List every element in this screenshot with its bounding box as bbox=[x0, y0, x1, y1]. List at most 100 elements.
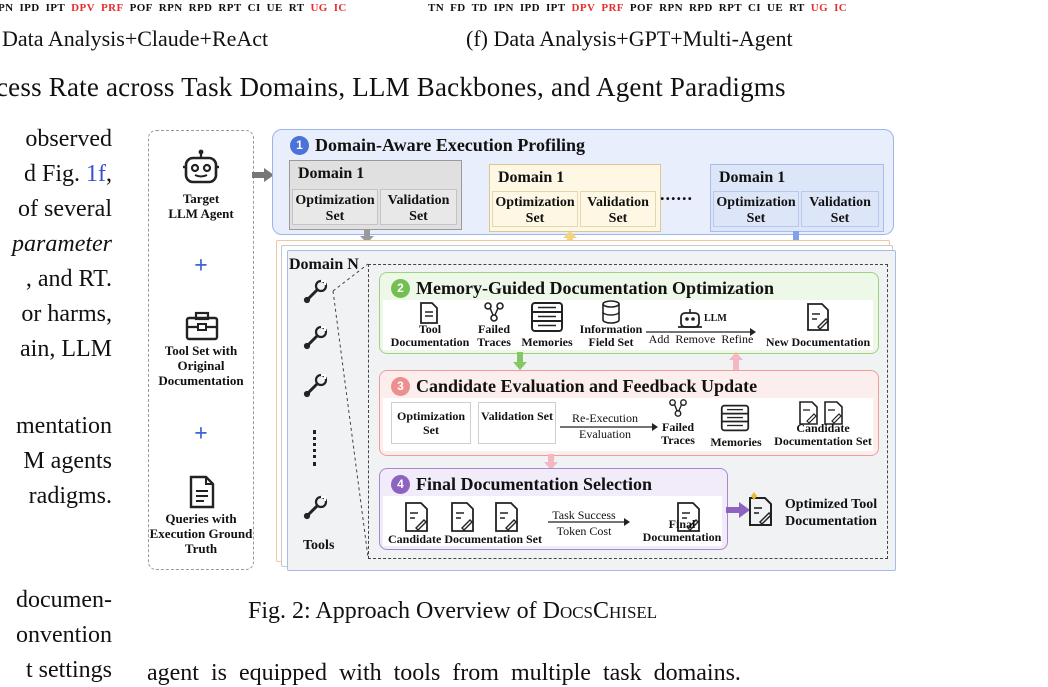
wrench-icon bbox=[303, 279, 328, 304]
wrench-icon bbox=[303, 325, 328, 350]
optimized-doc-icon bbox=[749, 492, 773, 526]
tag-label: IPT bbox=[45, 2, 66, 14]
domain-title: Domain 1 bbox=[298, 165, 365, 182]
tag-label: DPV bbox=[71, 2, 95, 14]
final-doc-icon bbox=[677, 502, 700, 532]
body-line: observed bbox=[25, 126, 112, 152]
optimization-set: Optimization Set bbox=[713, 191, 799, 227]
domain-box-1: Domain 1 Optimization Set Validation Set bbox=[289, 160, 462, 230]
task-success-label: Task Success bbox=[552, 508, 616, 522]
memories-icon bbox=[531, 302, 563, 332]
candidate-doc-icon bbox=[451, 502, 474, 532]
optimization-set: Optimization Set bbox=[492, 191, 578, 227]
stage4-content bbox=[383, 496, 722, 546]
memories-icon bbox=[720, 404, 750, 432]
tag-label: RPD bbox=[188, 2, 213, 14]
wrench-icon bbox=[303, 495, 328, 520]
body-line: of several bbox=[18, 196, 112, 222]
tag-label: RT bbox=[789, 2, 805, 14]
stage2-title-text: Memory-Guided Documentation Optimization bbox=[416, 278, 774, 298]
stage3-title: 3 Candidate Evaluation and Feedback Updat… bbox=[391, 376, 757, 397]
figure-link[interactable]: 1f bbox=[86, 161, 106, 187]
validation-set: Validation Set bbox=[380, 189, 457, 225]
caption-name: DocsChisel bbox=[542, 598, 658, 624]
body-line: d Fig. 1f, bbox=[24, 161, 112, 188]
tag-label: RT bbox=[288, 2, 305, 14]
information-field-set-label: Information Field Set bbox=[579, 322, 643, 349]
tag-label: FD bbox=[450, 2, 466, 14]
tag-label: IC bbox=[333, 2, 347, 14]
body-line: or harms, bbox=[21, 301, 112, 327]
tools-label: Tools bbox=[303, 538, 335, 553]
wrench-icon bbox=[303, 373, 328, 398]
new-documentation-label: New Documentation bbox=[765, 335, 871, 349]
arrow-to-stage1 bbox=[252, 168, 274, 182]
body-line: M agents bbox=[23, 448, 112, 474]
body-line: , and RT. bbox=[25, 266, 112, 292]
stage4-title: 4 Final Documentation Selection bbox=[391, 474, 652, 495]
body-line: documen- bbox=[16, 587, 112, 613]
arrow-pink-up bbox=[729, 352, 743, 370]
tag-label: TN bbox=[428, 2, 445, 14]
zoom-region bbox=[368, 264, 888, 559]
validation-set: Validation Set bbox=[801, 191, 879, 227]
tag-label: POF bbox=[129, 2, 153, 14]
stage4-badge: 4 bbox=[391, 475, 410, 494]
tag-label: UG bbox=[810, 2, 829, 14]
token-cost-label: Token Cost bbox=[556, 524, 612, 538]
candidate-documentation-set-label: Candidate Documentation Set bbox=[774, 421, 872, 448]
new-doc-icon bbox=[807, 303, 829, 331]
output-arrow bbox=[726, 502, 750, 518]
tag-label: CI bbox=[247, 2, 261, 14]
subcaption-left: Data Analysis+Claude+ReAct bbox=[2, 26, 269, 51]
tag-label: IPN bbox=[493, 2, 514, 14]
memories-label: Memories bbox=[521, 335, 573, 349]
tag-label: RPD bbox=[688, 2, 713, 14]
body-line: parameter bbox=[12, 231, 112, 257]
tag-label: UG bbox=[310, 2, 328, 14]
figure-caption: Fig. 2: Approach Overview of DocsChisel bbox=[248, 598, 657, 625]
toolset-label: Tool Set with Original Documentation bbox=[158, 343, 244, 388]
robot-icon bbox=[183, 149, 219, 184]
inputs-panel: Target LLM Agent + Tool Set with Origina… bbox=[148, 130, 254, 570]
stage3-badge: 3 bbox=[391, 377, 410, 396]
tag-label: CI bbox=[747, 2, 761, 14]
tag-label: IPT bbox=[545, 2, 566, 14]
stage4-candidate-label: Candidate Documentation Set bbox=[387, 532, 542, 546]
arrow-pink-down bbox=[544, 454, 558, 470]
body-line: radigms. bbox=[28, 483, 112, 509]
candidate-doc-icon bbox=[405, 502, 428, 532]
body-line: t settings bbox=[25, 657, 112, 683]
body-line: onvention bbox=[16, 622, 112, 648]
stage3-title-text: Candidate Evaluation and Feedback Update bbox=[416, 376, 758, 396]
domain-box-3: Domain 1 Optimization Set Validation Set bbox=[710, 164, 884, 232]
body-line-text: , bbox=[106, 161, 112, 187]
tag-label: POF bbox=[629, 2, 654, 14]
domain-ellipsis: ...... bbox=[660, 184, 693, 204]
tag-label: RPN bbox=[659, 2, 683, 14]
stage3-failed-traces-label: Failed Traces bbox=[661, 420, 695, 447]
plus-sign-2: + bbox=[194, 421, 208, 447]
arrow-gray-down bbox=[360, 229, 374, 243]
subcaption-right: (f) Data Analysis+GPT+Multi-Agent bbox=[466, 26, 793, 51]
traces-icon bbox=[484, 302, 504, 322]
optimization-set: Optimization Set bbox=[292, 189, 378, 225]
body-line: ain, LLM bbox=[20, 336, 112, 362]
domain-box-2: Domain 1 Optimization Set Validation Set bbox=[489, 164, 661, 232]
add-remove-refine-label: Add Remove Refine bbox=[648, 332, 754, 346]
toolbox-icon bbox=[185, 311, 219, 341]
stage3-validation-set: Validation Set bbox=[478, 402, 556, 444]
candidate-doc-icon bbox=[495, 502, 518, 532]
tag-label: IC bbox=[834, 2, 848, 14]
tag-label: PRF bbox=[601, 2, 624, 14]
figure-title: cess Rate across Task Domains, LLM Backb… bbox=[0, 72, 786, 102]
failed-traces-label: Failed Traces bbox=[477, 322, 511, 349]
stage1-badge: 1 bbox=[290, 136, 309, 155]
tag-label: UE bbox=[766, 2, 784, 14]
stage4-title-text: Final Documentation Selection bbox=[416, 474, 652, 494]
